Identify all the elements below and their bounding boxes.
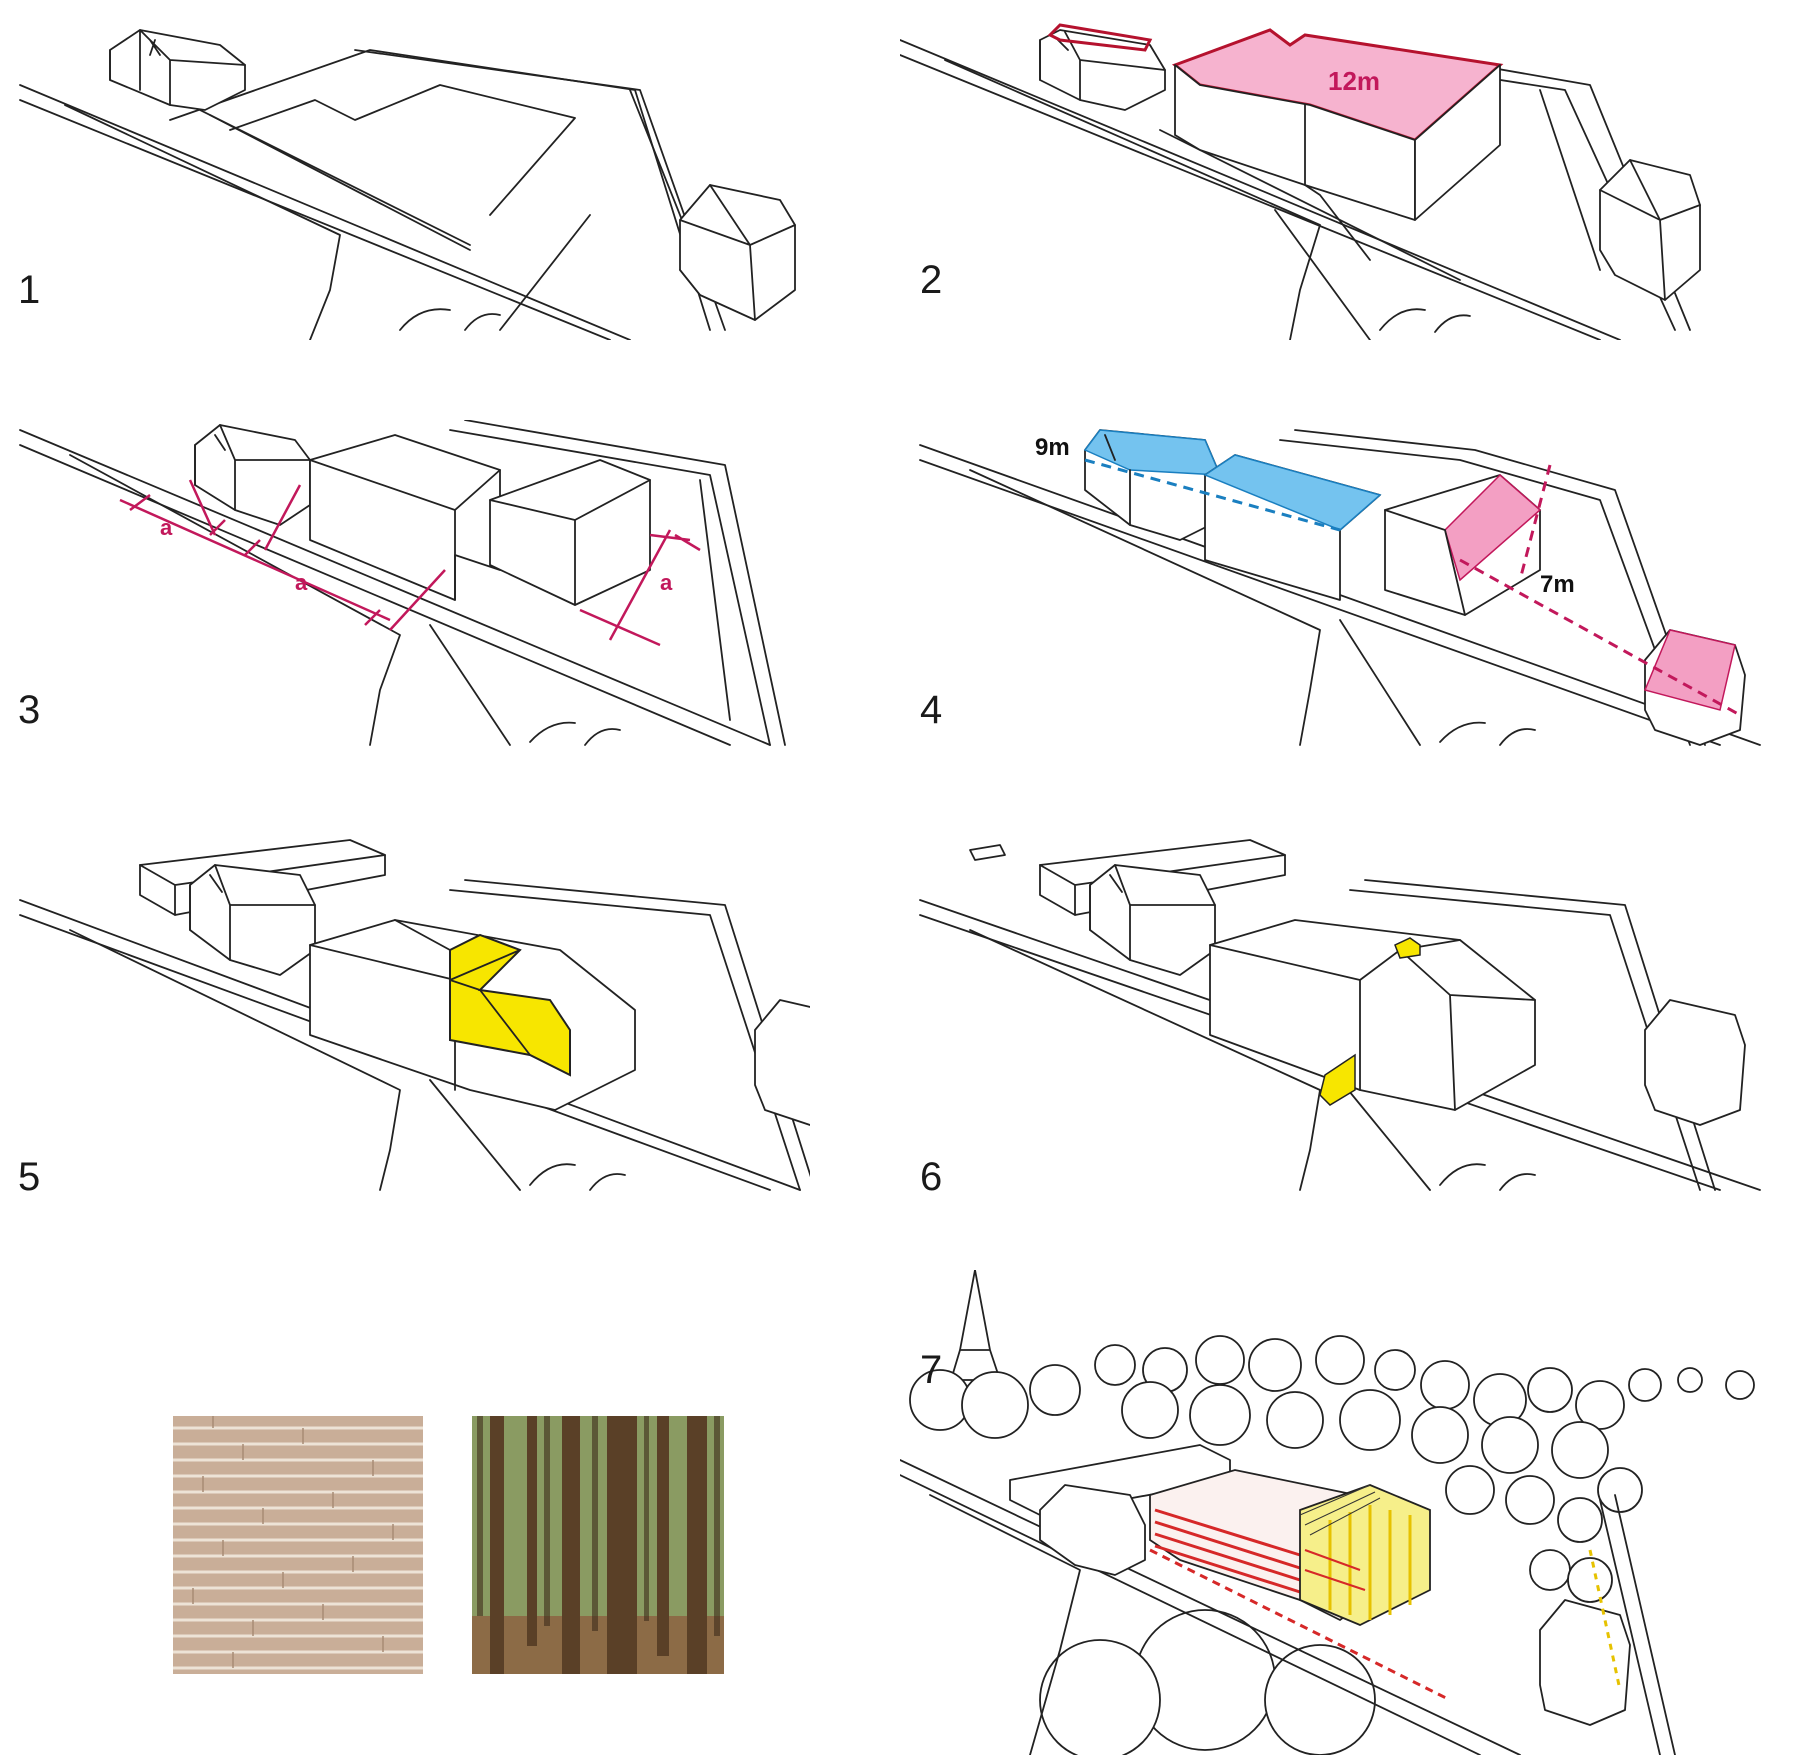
highlighted-roof	[1047, 23, 1153, 52]
forest-swatch	[472, 1416, 724, 1674]
panel-number: 7	[920, 1348, 943, 1392]
site-sketch-1	[19, 29, 796, 340]
site-perspective-7	[900, 1270, 1755, 1755]
spacing-label: a	[660, 570, 673, 595]
site-sketch-4: 9m 7m	[919, 429, 1761, 746]
yellow-roof-element	[1394, 937, 1421, 959]
height-label: 12m	[1328, 66, 1380, 96]
height-label: 7m	[1540, 571, 1575, 598]
blue-roof	[1083, 429, 1222, 476]
pink-roof	[1643, 629, 1736, 711]
site-sketch-6	[919, 839, 1761, 1191]
panel-number: 2	[920, 258, 943, 302]
site-sketch-3: a a a	[19, 420, 786, 746]
site-sketch-2: 12m	[900, 23, 1701, 340]
pink-roof	[1444, 473, 1542, 582]
site-sketch-5	[19, 839, 810, 1191]
brick-courses	[173, 1426, 423, 1670]
diagram-panel-5: 5	[10, 820, 810, 1200]
panel-number: 1	[18, 268, 41, 312]
diagram-panel-6: 6	[900, 820, 1800, 1200]
diagram-panel-1: 1	[10, 10, 810, 340]
yellow-entrance-element	[1319, 1053, 1356, 1106]
diagram-panel-2: 12m 2	[900, 10, 1800, 340]
diagram-panel-3: a a a 3	[10, 420, 810, 750]
tree-canopy	[909, 1335, 1755, 1755]
panel-number: 5	[18, 1155, 41, 1199]
panel-number: 6	[920, 1155, 943, 1199]
height-label: 9m	[1035, 434, 1070, 461]
brick-swatch	[173, 1416, 423, 1674]
spacing-dimensions	[119, 479, 701, 647]
panel-number: 4	[920, 688, 943, 732]
proposed-building	[1149, 1469, 1431, 1626]
diagram-panel-7: 7	[900, 1270, 1800, 1755]
blue-roof	[1203, 454, 1382, 531]
diagram-panel-4: 9m 7m 4	[900, 420, 1800, 750]
panel-number: 3	[18, 688, 41, 732]
spacing-label: a	[160, 515, 173, 540]
spacing-label: a	[295, 570, 308, 595]
yellow-entrance-volume	[449, 933, 571, 1077]
